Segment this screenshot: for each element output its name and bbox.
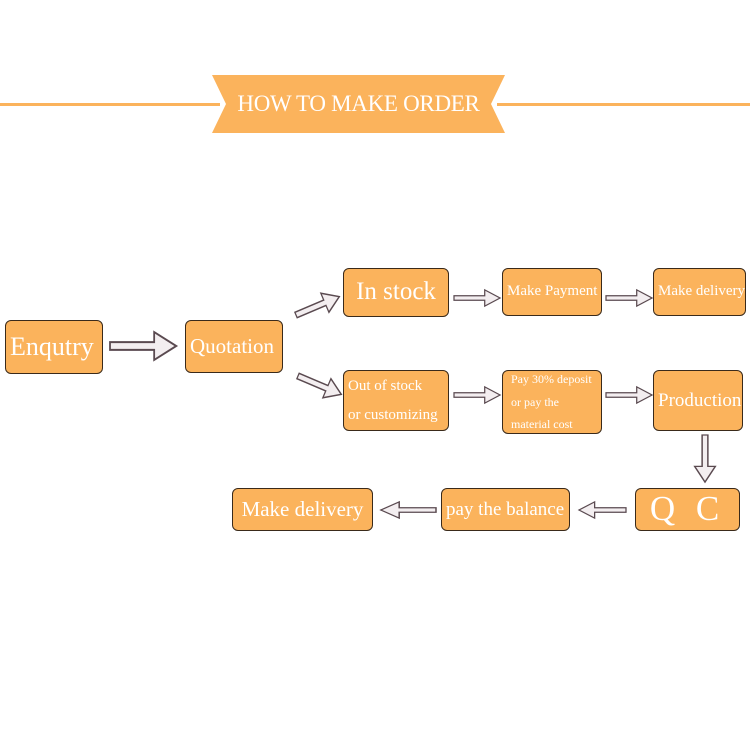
arrow-in-stock-to-make-payment [453, 289, 501, 307]
step-make-delivery-final-label: Make delivery [241, 497, 364, 522]
step-qc-label: Q C [649, 489, 726, 529]
step-out-of-stock: Out of stock or customizing [343, 370, 449, 431]
arrow-pay-deposit-to-production [605, 386, 653, 404]
arrow-pay-balance-to-make-delivery [380, 501, 437, 519]
arrow-make-payment-to-make-delivery [605, 289, 653, 307]
step-make-payment: Make Payment [502, 268, 602, 316]
title-banner: HOW TO MAKE ORDER [212, 74, 505, 134]
step-enqutry-label: Enqutry [10, 332, 94, 362]
step-quotation-label: Quotation [190, 334, 274, 359]
step-pay-deposit: Pay 30% deposit or pay the material cost [502, 370, 602, 434]
step-make-delivery-in-stock: Make delivery [653, 268, 746, 316]
header-divider-right [497, 103, 750, 106]
step-pay-balance-label: pay the balance [446, 498, 565, 520]
step-in-stock-label: In stock [356, 278, 436, 306]
step-production: Production [653, 370, 743, 431]
header-divider-left [0, 103, 220, 106]
step-production-label: Production [658, 389, 742, 411]
banner-ribbon-shape [212, 75, 505, 133]
step-in-stock: In stock [343, 268, 449, 317]
step-pay-deposit-line3: material cost [511, 417, 573, 432]
arrow-quotation-to-in-stock [291, 286, 345, 326]
step-pay-deposit-line1: Pay 30% deposit [511, 371, 592, 386]
arrow-quotation-to-out-of-stock [293, 365, 347, 405]
step-enqutry: Enqutry [5, 320, 103, 374]
step-pay-deposit-line2: or pay the [511, 394, 559, 409]
step-make-payment-label: Make Payment [507, 283, 598, 300]
step-out-of-stock-line2: or customizing [348, 406, 438, 423]
arrow-qc-to-pay-balance [578, 501, 627, 519]
step-qc: Q C [635, 488, 740, 531]
arrow-enqutry-to-quotation [108, 331, 178, 361]
step-pay-balance: pay the balance [441, 488, 570, 531]
step-make-delivery-final: Make delivery [232, 488, 373, 531]
step-out-of-stock-line1: Out of stock [348, 378, 423, 394]
step-quotation: Quotation [185, 320, 283, 373]
arrow-out-of-stock-to-pay-deposit [453, 386, 501, 404]
step-make-delivery-in-stock-label: Make delivery [658, 283, 746, 300]
page-title: HOW TO MAKE ORDER [237, 91, 480, 116]
arrow-production-to-qc [693, 434, 717, 483]
